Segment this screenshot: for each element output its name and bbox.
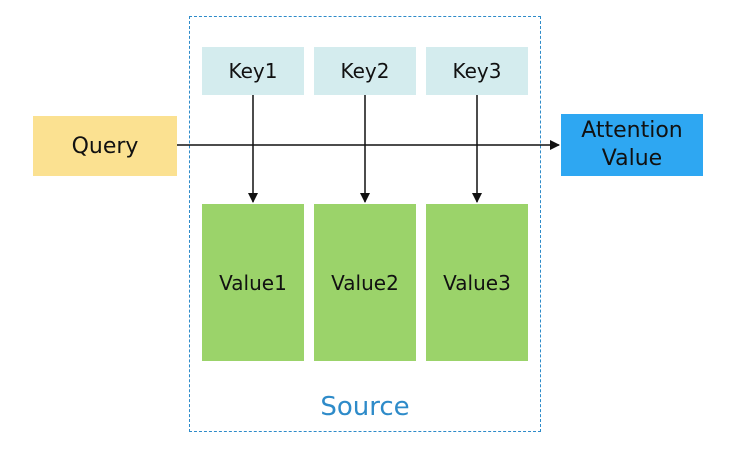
key-label-1: Key1 — [228, 59, 278, 83]
value-label-2: Value2 — [331, 270, 399, 295]
attention-label-line1: Attention — [581, 118, 683, 143]
key-box-2: Key2 — [314, 47, 416, 95]
query-box: Query — [33, 116, 177, 176]
key-box-1: Key1 — [202, 47, 304, 95]
key-label-2: Key2 — [340, 59, 390, 83]
attention-label-line2: Value — [601, 146, 663, 171]
source-label: Source — [320, 392, 410, 422]
value-label-3: Value3 — [443, 270, 511, 295]
key-box-3: Key3 — [426, 47, 528, 95]
query-label: Query — [71, 133, 139, 159]
value-box-2: Value2 — [314, 204, 416, 361]
value-box-1: Value1 — [202, 204, 304, 361]
value-label-1: Value1 — [219, 270, 287, 295]
key-label-3: Key3 — [452, 59, 502, 83]
value-box-3: Value3 — [426, 204, 528, 361]
source-container — [189, 16, 541, 432]
attention-value-box: Attention Value — [561, 114, 703, 176]
